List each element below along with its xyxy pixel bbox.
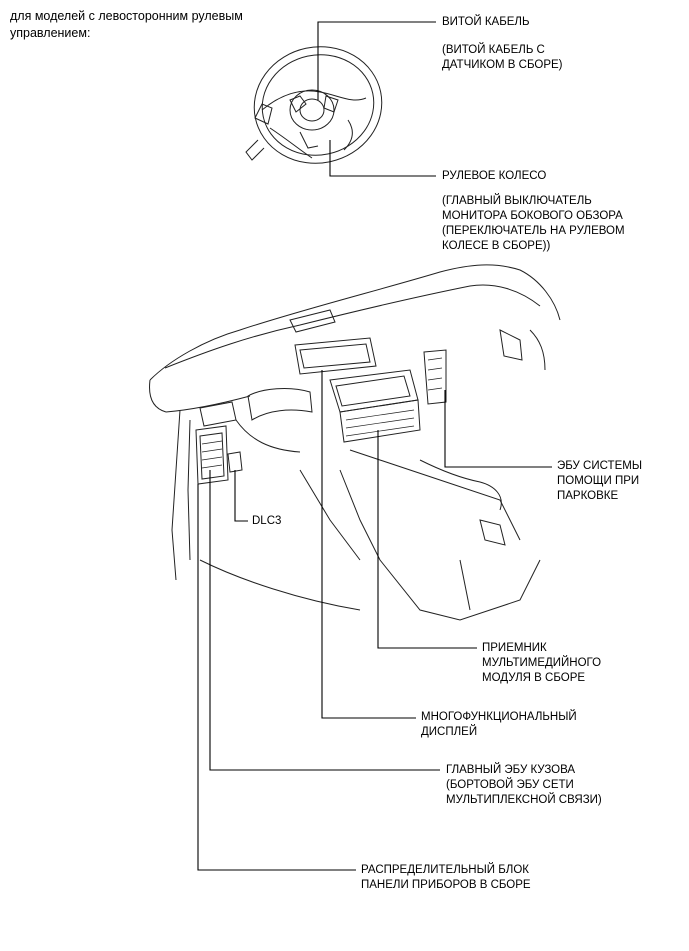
- body-ecu-line-3: МУЛЬТИПЛЕКСНОЙ СВЯЗИ): [446, 794, 602, 806]
- multi-display-line-1: МНОГОФУНКЦИОНАЛЬНЫЙ: [421, 711, 577, 723]
- label-steering-wheel: РУЛЕВОЕ КОЛЕСО (ГЛАВНЫЙ ВЫКЛЮЧАТЕЛЬ МОНИ…: [442, 169, 625, 254]
- steering-wheel-note-4: КОЛЕСЕ В СБОРЕ)): [442, 240, 551, 252]
- label-parking-ecu: ЭБУ СИСТЕМЫ ПОМОЩИ ПРИ ПАРКОВКЕ: [557, 459, 642, 504]
- dlc3-title: DLC3: [252, 515, 282, 527]
- multimedia-receiver-line-3: МОДУЛЯ В СБОРЕ: [482, 672, 586, 684]
- steering-wheel-note-1: (ГЛАВНЫЙ ВЫКЛЮЧАТЕЛЬ: [442, 195, 592, 207]
- parking-ecu-line-2: ПОМОЩИ ПРИ: [557, 475, 640, 487]
- label-multimedia-receiver: ПРИЕМНИК МУЛЬТИМЕДИЙНОГО МОДУЛЯ В СБОРЕ: [482, 641, 601, 686]
- leader-multimedia-receiver: [377, 430, 477, 649]
- leader-steering-wheel: [329, 140, 436, 177]
- label-body-ecu: ГЛАВНЫЙ ЭБУ КУЗОВА (БОРТОВОЙ ЭБУ СЕТИ МУ…: [446, 763, 602, 808]
- parking-ecu-line-1: ЭБУ СИСТЕМЫ: [557, 460, 642, 472]
- multimedia-receiver-line-2: МУЛЬТИМЕДИЙНОГО: [482, 657, 602, 669]
- junction-block-line-1: РАСПРЕДЕЛИТЕЛЬНЫЙ БЛОК: [361, 864, 529, 876]
- leader-junction-block: [197, 484, 356, 871]
- leader-body-ecu: [209, 470, 440, 771]
- header-line-1: для моделей с левосторонним рулевым: [10, 9, 243, 23]
- junction-block-line-2: ПАНЕЛИ ПРИБОРОВ В СБОРЕ: [361, 879, 531, 891]
- header-line-2: управлением:: [10, 26, 91, 40]
- dashboard-drawing: [149, 264, 561, 621]
- spiral-cable-note-1: (ВИТОЙ КАБЕЛЬ С: [442, 44, 545, 56]
- spiral-cable-note-2: ДАТЧИКОМ В СБОРЕ): [442, 59, 563, 71]
- body-ecu-line-2: (БОРТОВОЙ ЭБУ СЕТИ: [446, 779, 574, 791]
- steering-wheel-title: РУЛЕВОЕ КОЛЕСО: [442, 170, 547, 182]
- leader-dlc3: [234, 470, 248, 522]
- label-junction-block: РАСПРЕДЕЛИТЕЛЬНЫЙ БЛОК ПАНЕЛИ ПРИБОРОВ В…: [361, 863, 531, 893]
- parking-ecu-line-3: ПАРКОВКЕ: [557, 490, 619, 502]
- leader-lines: [197, 21, 552, 871]
- multimedia-receiver-line-1: ПРИЕМНИК: [482, 642, 547, 654]
- multi-display-line-2: ДИСПЛЕЙ: [421, 726, 478, 738]
- body-ecu-line-1: ГЛАВНЫЙ ЭБУ КУЗОВА: [446, 764, 576, 776]
- steering-wheel-note-3: (ПЕРЕКЛЮЧАТЕЛЬ НА РУЛЕВОМ: [442, 225, 625, 237]
- spiral-cable-title: ВИТОЙ КАБЕЛЬ: [442, 16, 530, 28]
- leader-parking-ecu: [444, 390, 552, 468]
- leader-multi-display: [321, 370, 416, 719]
- label-spiral-cable: ВИТОЙ КАБЕЛЬ (ВИТОЙ КАБЕЛЬ С ДАТЧИКОМ В …: [442, 15, 563, 73]
- leader-spiral-cable: [317, 21, 436, 100]
- label-multi-display: МНОГОФУНКЦИОНАЛЬНЫЙ ДИСПЛЕЙ: [421, 710, 577, 740]
- header-note: для моделей с левосторонним рулевым упра…: [10, 8, 243, 42]
- label-dlc3: DLC3: [252, 514, 281, 529]
- steering-wheel-note-2: МОНИТОРА БОКОВОГО ОБЗОРА: [442, 210, 623, 222]
